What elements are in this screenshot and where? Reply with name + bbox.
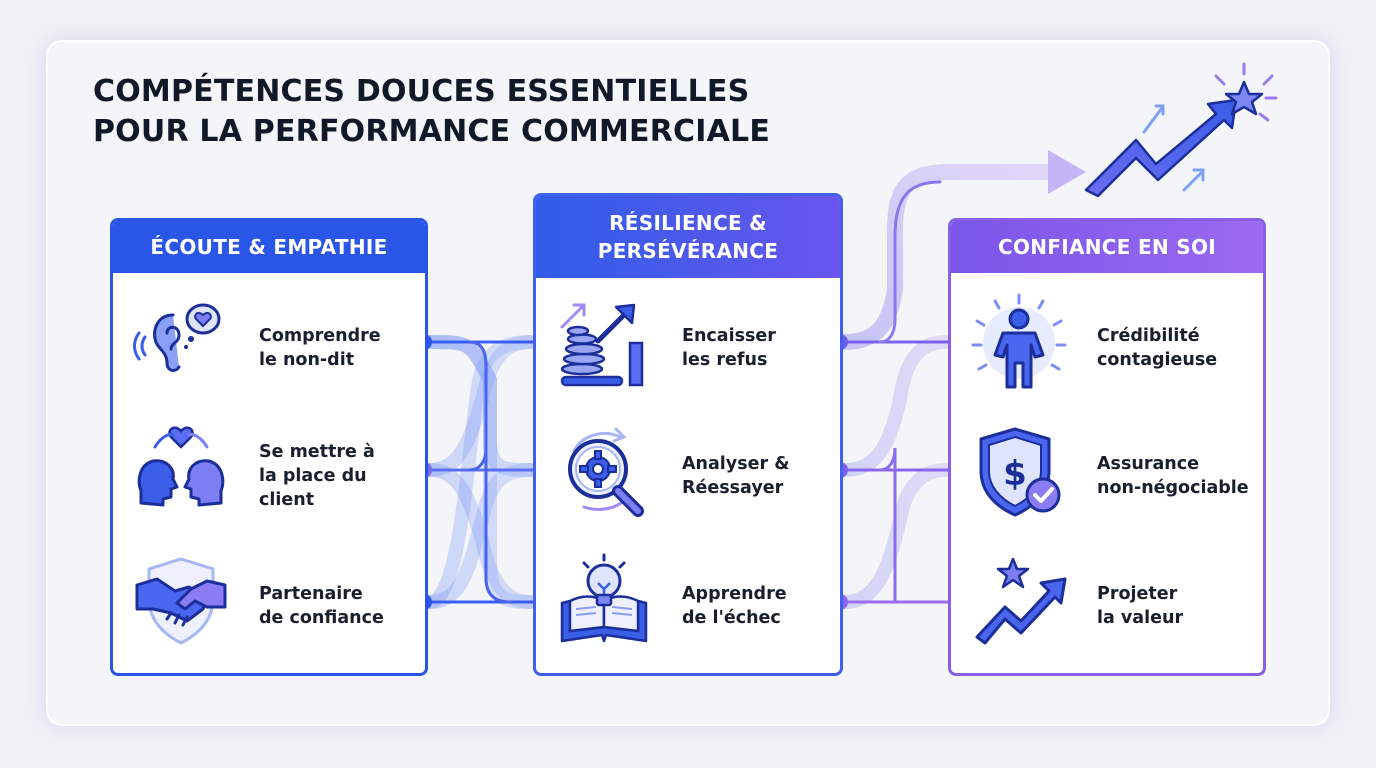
dollar-shield-check-icon: $ [979, 427, 1061, 517]
item-label: Se mettre à la place du client [259, 440, 419, 512]
rising-arrow-star-icon [1084, 62, 1278, 198]
card-heading: RÉSILIENCE & PERSÉVÉRANCE [536, 196, 840, 278]
item-label-line: Réessayer [682, 478, 784, 498]
list-item: $ Assurance non-négociable [969, 421, 1249, 531]
item-label: Partenaire de confiance [259, 582, 419, 630]
connector-group-2 [837, 164, 1066, 609]
title-line-2: POUR LA PERFORMANCE COMMERCIALE [93, 114, 771, 149]
item-label: Projeter la valeur [1097, 582, 1257, 630]
ear-speech-heart-icon [133, 303, 221, 372]
lightbulb-book-icon [560, 553, 648, 643]
list-item: Partenaire de confiance [131, 551, 411, 661]
item-label-line: Crédibilité [1097, 326, 1200, 346]
item-label: Encaisser les refus [682, 324, 840, 372]
list-item: Se mettre à la place du client [131, 421, 411, 531]
item-label-line: Analyser & [682, 454, 790, 474]
gear-magnifier-icon [568, 427, 644, 517]
card-heading-line: ÉCOUTE & EMPATHIE [150, 235, 388, 259]
card-heading: ÉCOUTE & EMPATHIE [113, 221, 425, 273]
item-label: Apprendre de l'échec [682, 582, 840, 630]
list-item: Analyser & Réessayer [554, 421, 834, 531]
confident-person-icon [971, 293, 1067, 389]
item-label-line: la valeur [1097, 608, 1184, 628]
card-heading-line: PERSÉVÉRANCE [597, 239, 779, 263]
card-confiance-en-soi: CONFIANCE EN SOI Crédibilité contagieuse… [948, 218, 1266, 676]
item-label: Assurance non-négociable [1097, 452, 1257, 500]
item-label-line: Assurance [1097, 454, 1199, 474]
list-item: Projeter la valeur [969, 551, 1249, 661]
item-label-line: Comprendre [259, 326, 381, 346]
item-label-line: de l'échec [682, 608, 781, 628]
connector-group-1 [423, 335, 542, 609]
star-growth-arrow-icon [975, 557, 1067, 645]
item-label-line: Se mettre à [259, 442, 375, 462]
item-label: Analyser & Réessayer [682, 452, 840, 500]
page-title: COMPÉTENCES DOUCES ESSENTIELLES POUR LA … [93, 72, 853, 152]
item-label: Comprendre le non-dit [259, 324, 419, 372]
item-label-line: Partenaire [259, 584, 363, 604]
item-label-line: Projeter [1097, 584, 1178, 604]
item-label-line: client [259, 490, 315, 510]
item-label-line: de confiance [259, 608, 384, 628]
card-heading-line: RÉSILIENCE & [609, 211, 767, 235]
item-label: Crédibilité contagieuse [1097, 324, 1257, 372]
list-item: Apprendre de l'échec [554, 551, 834, 661]
spring-arrow-icon [560, 303, 644, 387]
card-heading: CONFIANCE EN SOI [951, 221, 1263, 273]
card-heading-line: CONFIANCE EN SOI [997, 235, 1217, 259]
item-label-line: non-négociable [1097, 478, 1249, 498]
list-item: Crédibilité contagieuse [969, 293, 1249, 403]
item-label-line: Encaisser [682, 326, 776, 346]
item-label-line: les refus [682, 350, 768, 370]
item-label-line: le non-dit [259, 350, 355, 370]
card-resilience-perseverance: RÉSILIENCE & PERSÉVÉRANCE Encaisser les … [533, 193, 843, 676]
list-item: Comprendre le non-dit [131, 293, 411, 403]
two-heads-heart-icon [137, 426, 225, 507]
list-item: Encaisser les refus [554, 293, 834, 403]
item-label-line: Apprendre [682, 584, 787, 604]
handshake-shield-icon [135, 557, 227, 645]
arrowhead-up [1048, 150, 1086, 194]
item-label-line: la place du [259, 466, 367, 486]
svg-text:$: $ [1003, 454, 1027, 494]
title-line-1: COMPÉTENCES DOUCES ESSENTIELLES [93, 74, 750, 109]
item-label-line: contagieuse [1097, 350, 1218, 370]
card-ecoute-empathie: ÉCOUTE & EMPATHIE Comprendre le non-dit … [110, 218, 428, 676]
